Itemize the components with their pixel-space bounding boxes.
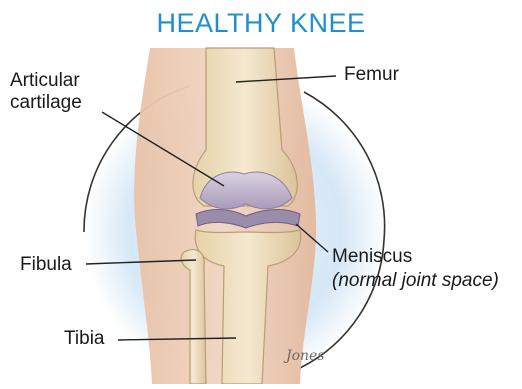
label-femur: Femur (344, 64, 399, 86)
label-fibula: Fibula (20, 254, 72, 276)
label-articular-cartilage-line1: Articular (10, 70, 82, 92)
label-meniscus: Meniscus (332, 246, 412, 268)
artist-signature: Jones (286, 348, 325, 364)
diagram-title: HEALTHY KNEE (0, 8, 522, 39)
label-tibia: Tibia (64, 328, 104, 350)
label-articular-cartilage: Articular cartilage (10, 70, 82, 114)
label-articular-cartilage-line2: cartilage (10, 92, 82, 114)
label-meniscus-note: (normal joint space) (332, 270, 499, 292)
